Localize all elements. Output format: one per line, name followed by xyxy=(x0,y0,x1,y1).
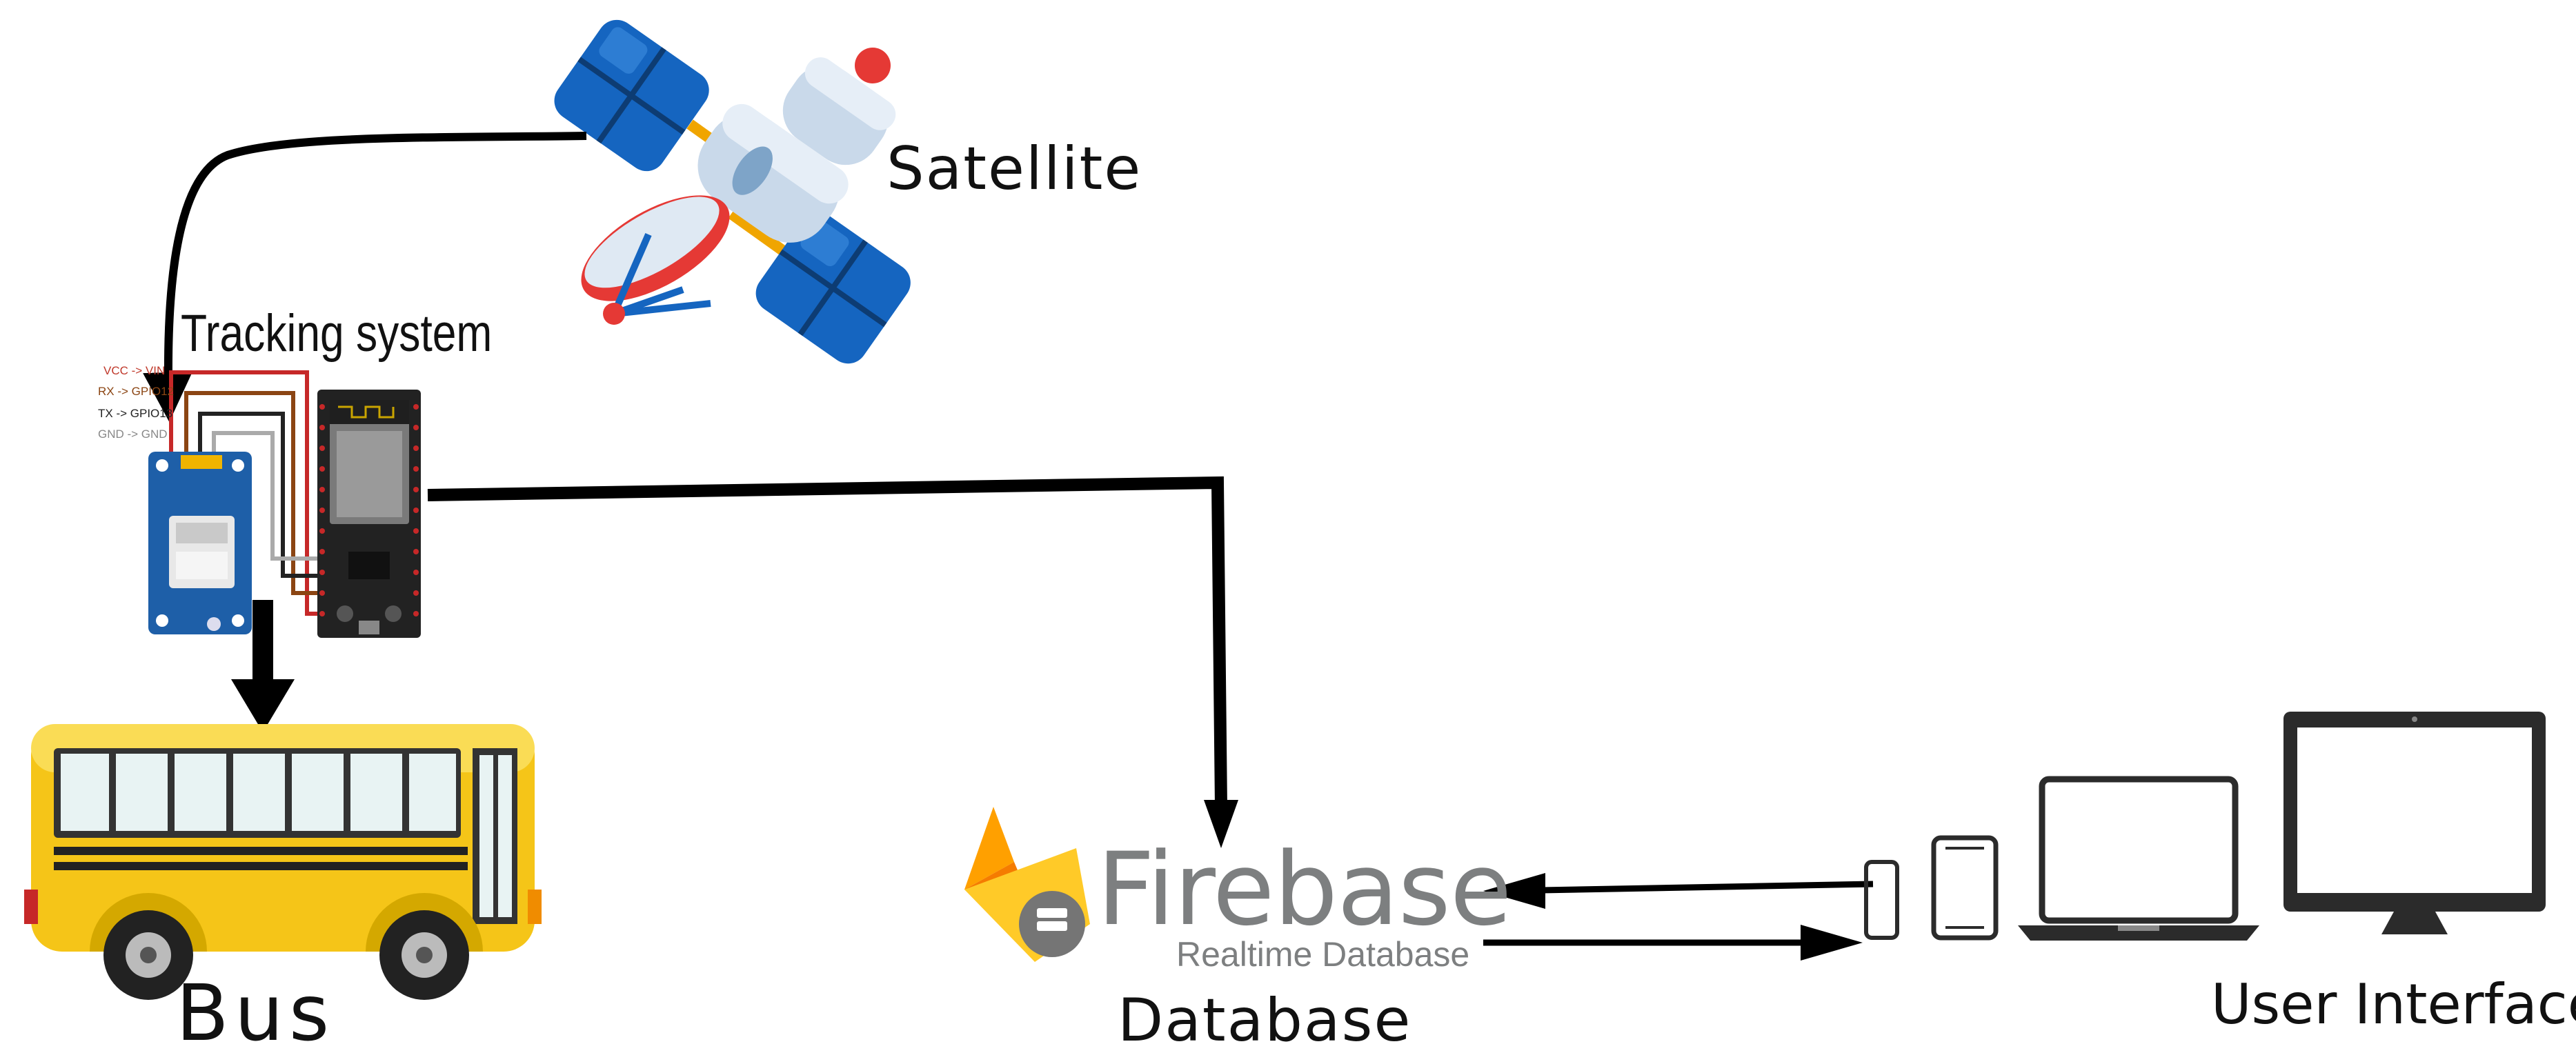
pin-legend-tx: TX -> GPIO13 xyxy=(98,407,173,420)
monitor-icon xyxy=(2283,712,2546,934)
pin-legend-rx: RX -> GPIO12 xyxy=(98,385,175,398)
laptop-icon xyxy=(2018,776,2259,941)
firebase-subtitle: Realtime Database xyxy=(1176,935,1470,974)
database-label: Database xyxy=(1118,986,1412,1055)
arrow-tracker-to-database xyxy=(427,476,1227,807)
bus-icon xyxy=(24,724,542,1000)
wiring xyxy=(169,370,331,616)
phone-icon xyxy=(1864,860,1899,940)
tablet-icon xyxy=(1931,835,1999,941)
satellite-label: Satellite xyxy=(886,134,1142,203)
esp32-board-icon xyxy=(317,390,421,638)
arrow-satellite-to-tracker xyxy=(143,132,587,422)
arrow-tracker-to-bus xyxy=(231,600,295,732)
bus-label: Bus xyxy=(176,969,335,1058)
user-interface-label: User Interface xyxy=(2211,972,2576,1036)
satellite-icon xyxy=(554,19,911,364)
firebase-icon xyxy=(964,807,1090,962)
tracking-system-label: Tracking system xyxy=(181,304,493,363)
pin-legend-gnd: GND -> GND xyxy=(98,428,168,441)
gps-module-icon xyxy=(148,452,252,634)
pin-legend-vcc: VCC -> VIN xyxy=(103,364,166,377)
arrow-ui-to-database xyxy=(1503,881,1874,894)
firebase-wordmark: Firebase xyxy=(1097,831,1512,948)
